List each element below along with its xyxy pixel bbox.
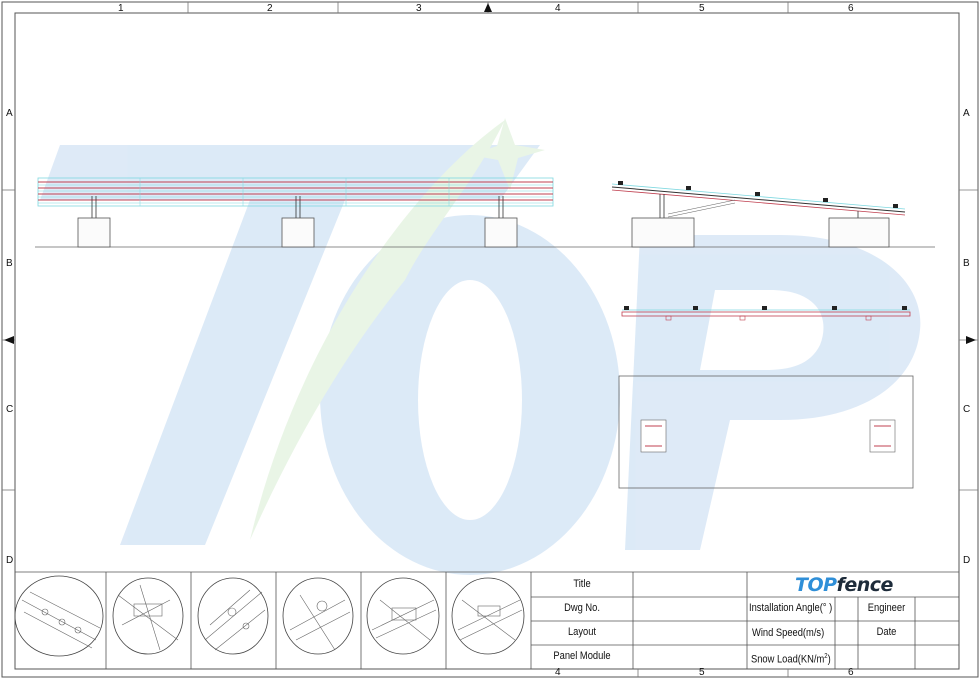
engineer-label: Engineer (867, 602, 906, 614)
row-label-c-right: C (963, 404, 971, 415)
column-label-4: 4 (555, 3, 561, 14)
center-arrow-top (484, 3, 492, 12)
row-label-b-right: B (963, 258, 970, 269)
column-label-6: 6 (848, 3, 854, 14)
wind-speed-label: Wind Speed(m/s) (752, 627, 825, 639)
date-label: Date (876, 626, 897, 638)
detail-circles (14, 575, 525, 657)
column-label-3: 3 (416, 3, 422, 14)
plan-view (618, 375, 914, 489)
top-watermark (40, 118, 921, 575)
row-label-c-left: C (6, 404, 14, 415)
title-label: Title (573, 578, 591, 590)
detail-sketches (21, 584, 523, 651)
front-elevation (37, 177, 554, 248)
column-label-2: 2 (267, 3, 273, 14)
column-label-5: 5 (699, 3, 705, 14)
column-label-1: 1 (118, 3, 124, 14)
row-label-a-left: A (6, 108, 13, 119)
row-label-d-right: D (963, 555, 971, 566)
row-label-d-left: D (6, 555, 14, 566)
bottom-column-label-4: 4 (555, 667, 561, 678)
center-arrow-left (4, 336, 14, 344)
row-label-b-left: B (6, 258, 13, 269)
row-label-a-right: A (963, 108, 970, 119)
side-elevation (611, 181, 906, 248)
title-block-frame (15, 571, 959, 669)
center-arrow-right (966, 336, 976, 344)
snow-load-label: Snow Load(KN/m2) (751, 653, 831, 666)
topfence-logo: TOPfence (795, 574, 893, 596)
top-rail-view (621, 306, 911, 321)
installation-angle-label: Installation Angle(° ) (749, 602, 833, 614)
layout-label: Layout (567, 626, 597, 638)
panel-module-label: Panel Module (553, 650, 611, 662)
dwg-no-label: Dwg No. (564, 602, 600, 614)
bottom-column-label-6: 6 (848, 667, 854, 678)
inner-frame (14, 12, 960, 670)
bottom-column-label-5: 5 (699, 667, 705, 678)
